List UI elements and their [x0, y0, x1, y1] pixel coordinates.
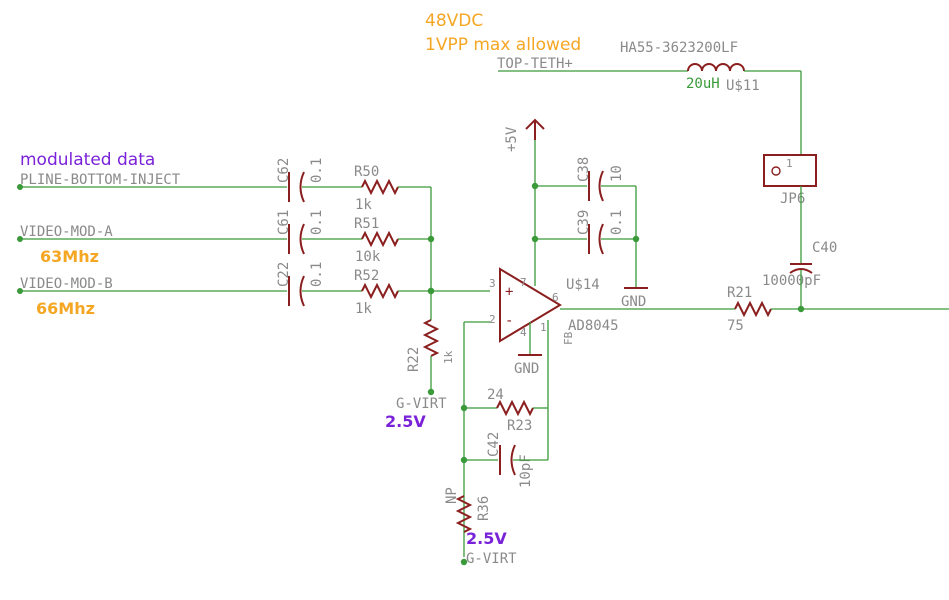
c61-value-label: 0.1	[309, 210, 325, 235]
freq-a-note: 63Mhz	[40, 247, 99, 266]
c40-value-label: 10000pF	[762, 273, 821, 289]
opamp-pin4-label: 4	[520, 326, 527, 339]
r50-value-label: 1k	[355, 197, 372, 213]
gvirt2-net-label: G-VIRT	[466, 551, 517, 567]
gnd1-net-label: GND	[621, 294, 646, 310]
opamp-minus-sign: -	[505, 313, 513, 329]
c22-value-label: 0.1	[309, 262, 325, 287]
inductor-value-label: 20uH	[686, 76, 720, 92]
r23-ref-label: R23	[507, 418, 532, 434]
opamp-plus-sign: +	[505, 284, 513, 300]
r21-value-label: 75	[727, 318, 744, 334]
r51-ref-label: R51	[354, 216, 379, 232]
inductor-part-label: HA55-3623200LF	[620, 40, 738, 56]
r52-ref-label: R52	[354, 268, 379, 284]
opamp-pin7-label: 7	[520, 276, 527, 289]
c39-ref-label: C39	[576, 210, 592, 235]
r36-value-label: NP	[444, 487, 460, 504]
junction-bus-a	[427, 235, 435, 243]
c62-value-label: 0.1	[309, 158, 325, 183]
r21-ref-label: R21	[727, 285, 752, 301]
c38-value-label: 10	[609, 165, 625, 182]
c62-ref-label: C62	[276, 158, 292, 183]
opamp-ref-label: U$14	[566, 277, 600, 293]
jp6-pin-circle	[771, 166, 781, 176]
junction-pin3	[427, 287, 435, 295]
r22-value-label: 1k	[442, 350, 455, 364]
r50-ref-label: R50	[354, 164, 379, 180]
video-a-net-label: VIDEO-MOD-A	[20, 224, 113, 240]
jp6-ref-label: JP6	[780, 191, 805, 207]
r50-resistor	[361, 178, 399, 196]
inductor-ref-label: U$11	[726, 78, 760, 94]
vplus-net-label: +5V	[504, 126, 520, 152]
ripple-note: 1VPP max allowed	[425, 35, 581, 55]
c39-plate-right	[598, 223, 604, 255]
modulated-data-note: modulated data	[20, 150, 155, 170]
r23-resistor	[496, 399, 534, 417]
r21-resistor	[734, 300, 772, 318]
inductor-u11	[687, 63, 745, 72]
opamp-pin6-label: 6	[552, 291, 559, 304]
r22-ref-label: R22	[406, 347, 422, 372]
top-teth-net-label: TOP-TETH+	[497, 56, 573, 72]
junction-gnd	[632, 235, 640, 243]
c61-ref-label: C61	[276, 210, 292, 235]
c38-plate-right	[598, 170, 604, 202]
opamp-fb-label: FB	[562, 331, 575, 345]
r52-value-label: 1k	[355, 301, 372, 317]
c42-value-label: 10pF	[518, 454, 534, 488]
opamp-part-label: AD8045	[568, 318, 619, 334]
opamp-pin1-label: 1	[540, 321, 547, 334]
supply-voltage-note: 48VDC	[425, 11, 483, 31]
gvirt1-net-label: G-VIRT	[396, 396, 447, 412]
jp6-connector	[763, 154, 817, 187]
r51-resistor	[361, 230, 399, 248]
video-b-net-label: VIDEO-MOD-B	[20, 276, 113, 292]
virt-top-note: 2.5V	[385, 412, 426, 431]
r23-value-label: 24	[487, 387, 504, 403]
opamp-pin3-label: 3	[489, 277, 496, 290]
r36-resistor	[455, 495, 473, 533]
virt-bottom-note: 2.5V	[466, 529, 507, 548]
r22-resistor	[422, 319, 440, 357]
jp6-pin-label: 1	[786, 157, 793, 170]
freq-b-note: 66Mhz	[36, 299, 95, 318]
c40-plate-bottom	[789, 268, 813, 274]
pline-net-label: PLINE-BOTTOM-INJECT	[20, 172, 181, 188]
c42-plate-right	[510, 444, 516, 476]
c42-ref-label: C42	[486, 432, 502, 457]
c38-ref-label: C38	[576, 157, 592, 182]
opamp-pin2-label: 2	[489, 313, 496, 326]
gnd2-net-label: GND	[514, 361, 539, 377]
c39-value-label: 0.1	[609, 210, 625, 235]
junction-out	[797, 305, 805, 313]
gvirt2-node	[460, 558, 468, 566]
c61-plate-right	[299, 223, 305, 255]
c40-ref-label: C40	[812, 240, 837, 256]
r36-ref-label: R36	[476, 496, 492, 521]
c22-plate-right	[299, 275, 305, 307]
gvirt1-node	[427, 388, 435, 396]
r51-value-label: 10k	[355, 249, 381, 265]
c62-plate-right	[299, 171, 305, 203]
c22-ref-label: C22	[276, 262, 292, 287]
r52-resistor	[361, 282, 399, 300]
